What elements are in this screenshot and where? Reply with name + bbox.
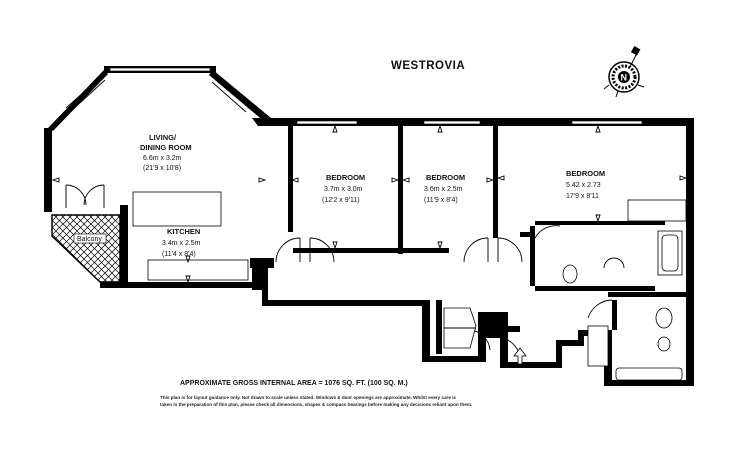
- bedroom3-imperial: 17'9 x 8'11: [566, 193, 599, 200]
- windows: [65, 67, 643, 125]
- hallway-cupboard: [443, 307, 477, 349]
- balcony: Balcony: [51, 205, 128, 285]
- room-kitchen: KITCHEN 3.4m x 2.5m (11'4 x 8'4): [162, 227, 201, 258]
- living-label-2: DINING ROOM: [140, 143, 192, 152]
- gross-area-label: APPROXIMATE GROSS INTERNAL AREA = 1076 S…: [180, 380, 408, 387]
- bedroom1-metric: 3.7m x 3.0m: [324, 186, 363, 193]
- bedroom3-label: BEDROOM: [566, 169, 605, 178]
- bedroom2-metric: 3.6m x 2.5m: [424, 186, 463, 193]
- room-bedroom-1: BEDROOM 3.7m x 3.0m (12'2 x 9'11): [322, 173, 365, 204]
- disclaimer-line-1: This plan is for layout guidance only. N…: [160, 395, 456, 400]
- dimension-markers: [51, 124, 688, 284]
- balcony-label: Balcony: [77, 236, 102, 243]
- room-bedroom-3: BEDROOM 5.42 x 2.73 17'9 x 8'11: [566, 169, 605, 200]
- interior-walls: [288, 126, 665, 291]
- compass-rose-icon: N: [603, 46, 645, 98]
- kitchen-label: KITCHEN: [167, 227, 200, 236]
- kitchen-metric: 3.4m x 2.5m: [162, 240, 201, 247]
- room-living: LIVING/ DINING ROOM 6.6m x 3.2m (21'9 x …: [140, 133, 192, 172]
- bedroom3-metric: 5.42 x 2.73: [566, 182, 601, 189]
- bathroom-fixtures: [562, 199, 687, 381]
- doors: [65, 184, 613, 361]
- kitchen-fixtures: [132, 191, 249, 281]
- brand-title: WESTROVIA: [391, 60, 465, 72]
- compass-north-label: N: [621, 73, 628, 83]
- bedroom2-imperial: (11'9 x 8'4): [424, 197, 458, 204]
- bedroom1-imperial: (12'2 x 9'11): [322, 197, 360, 204]
- lower-walls: [100, 258, 694, 386]
- kitchen-imperial: (11'4 x 8'4): [162, 251, 196, 258]
- living-imperial: (21'9 x 10'8): [143, 165, 181, 172]
- room-bedroom-2: BEDROOM 3.6m x 2.5m (11'9 x 8'4): [424, 173, 465, 204]
- living-label: LIVING/: [149, 133, 177, 142]
- disclaimer-line-2: taken in the preparation of this plan, p…: [160, 402, 472, 407]
- bedroom2-label: BEDROOM: [426, 173, 465, 182]
- entrance-arrow-icon: [513, 347, 527, 365]
- bedroom1-label: BEDROOM: [326, 173, 365, 182]
- living-metric: 6.6m x 3.2m: [143, 155, 182, 162]
